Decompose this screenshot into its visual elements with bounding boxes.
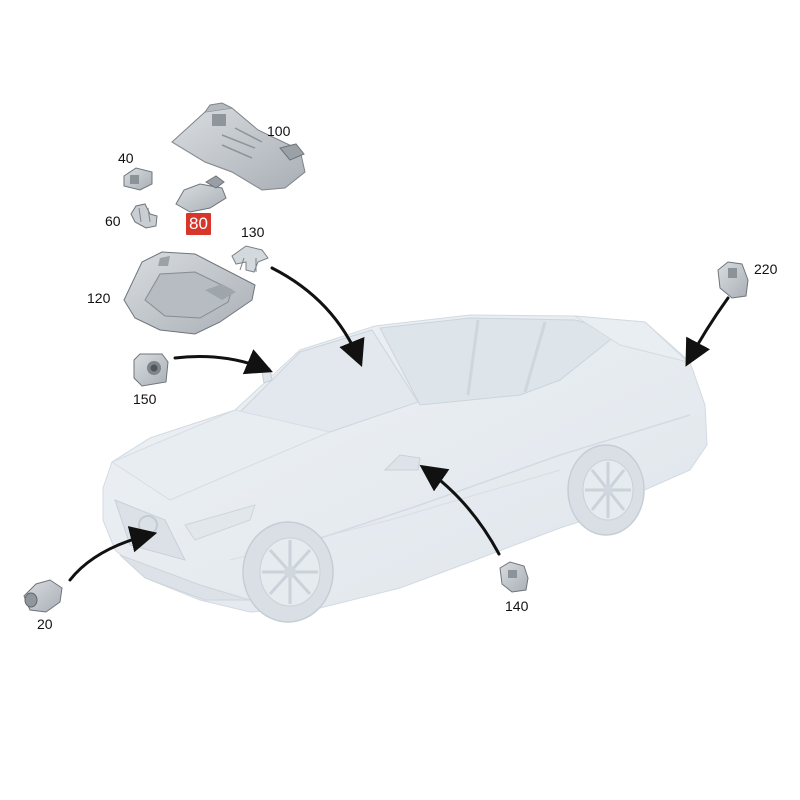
- part-150-camera: [133, 353, 169, 387]
- part-130-clip: [231, 245, 269, 273]
- side-mirror: [383, 454, 421, 471]
- arrows: [68, 266, 730, 582]
- car-illustration: [102, 314, 708, 623]
- part-20-sensor: [23, 579, 63, 613]
- part-120-cover: [123, 251, 256, 335]
- callout-20: 20: [37, 616, 53, 632]
- part-100-control-unit: [171, 102, 306, 191]
- part-60-bracket: [130, 203, 158, 229]
- callout-80-highlighted: 80: [186, 213, 211, 235]
- rear-wheel: [567, 444, 645, 536]
- callout-40: 40: [118, 150, 134, 166]
- callout-130: 130: [241, 224, 265, 240]
- front-wheel: [242, 521, 334, 623]
- callout-60: 60: [105, 213, 121, 229]
- side-windows: [379, 317, 622, 406]
- callout-120: 120: [87, 290, 111, 306]
- part-220-sensor: [717, 261, 749, 299]
- arrow-150: [173, 349, 273, 375]
- part-40-connector: [123, 167, 153, 191]
- part-140-sensor: [499, 561, 529, 593]
- arrow-130: [270, 266, 365, 368]
- arrow-220: [685, 296, 730, 367]
- callout-140: 140: [505, 598, 529, 614]
- part-80-sensor: [175, 175, 227, 213]
- arrow-20: [68, 526, 158, 582]
- callout-220: 220: [754, 261, 778, 277]
- callout-150: 150: [133, 391, 157, 407]
- arrow-140: [419, 464, 501, 556]
- callout-100: 100: [267, 123, 291, 139]
